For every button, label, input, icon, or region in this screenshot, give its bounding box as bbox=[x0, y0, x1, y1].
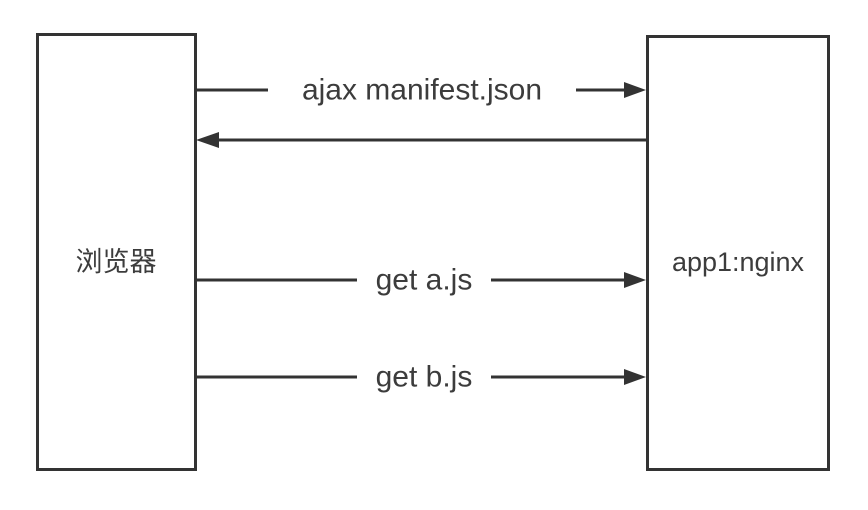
node-app1-label: app1:nginx bbox=[672, 247, 805, 277]
edge-get-a-js-label-bg bbox=[357, 262, 491, 298]
arrow-head-left-icon bbox=[196, 132, 219, 148]
edge-get-b-js-label-bg bbox=[357, 359, 491, 395]
edge-ajax-manifest-label: ajax manifest.json bbox=[302, 74, 542, 107]
arrow-head-right-icon bbox=[624, 272, 646, 288]
edge-ajax-manifest-label-bg bbox=[268, 72, 576, 108]
edge-get-b-js[interactable]: get b.js bbox=[196, 359, 646, 395]
edge-ajax-manifest[interactable]: ajax manifest.json bbox=[196, 72, 646, 108]
node-browser-box[interactable] bbox=[36, 33, 197, 471]
edge-get-a-js-label: get a.js bbox=[376, 264, 473, 297]
edge-manifest-response[interactable] bbox=[196, 132, 646, 148]
arrow-head-right-icon bbox=[624, 369, 646, 385]
node-app1-box[interactable] bbox=[646, 35, 830, 471]
edge-get-a-js[interactable]: get a.js bbox=[196, 262, 646, 298]
edge-get-b-js-label: get b.js bbox=[376, 361, 473, 394]
arrow-head-right-icon bbox=[624, 82, 646, 98]
node-browser-label: 浏览器 bbox=[76, 247, 157, 277]
